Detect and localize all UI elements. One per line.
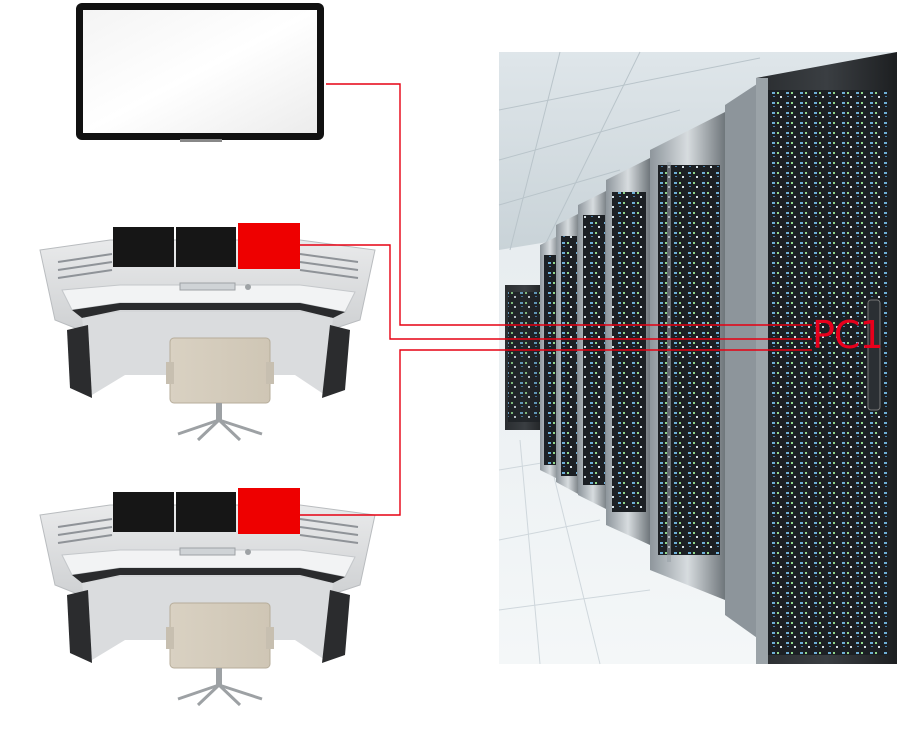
connection-line-display bbox=[326, 83, 812, 326]
wall-display bbox=[76, 3, 324, 142]
server-rack bbox=[556, 213, 580, 495]
server-rack bbox=[725, 82, 760, 640]
server-rack bbox=[756, 52, 897, 664]
connection-line-console-1 bbox=[300, 244, 812, 340]
monitor-icon bbox=[176, 492, 236, 532]
server-room bbox=[498, 51, 897, 665]
operator-console-2 bbox=[39, 488, 376, 707]
pc1-label: PC1 bbox=[812, 313, 884, 357]
chair-icon bbox=[166, 337, 274, 442]
monitor-icon bbox=[113, 227, 174, 267]
highlighted-monitor-icon bbox=[238, 488, 300, 534]
chair-icon bbox=[166, 602, 274, 707]
connection-lines bbox=[300, 83, 812, 516]
monitor-icon bbox=[176, 227, 236, 267]
server-rack bbox=[606, 158, 650, 545]
highlighted-monitor-icon bbox=[238, 223, 300, 269]
connection-line-console-2 bbox=[300, 349, 812, 516]
operator-console-1 bbox=[39, 223, 376, 442]
server-rack bbox=[540, 235, 560, 480]
server-rack bbox=[650, 112, 725, 600]
monitor-icon bbox=[113, 492, 174, 532]
